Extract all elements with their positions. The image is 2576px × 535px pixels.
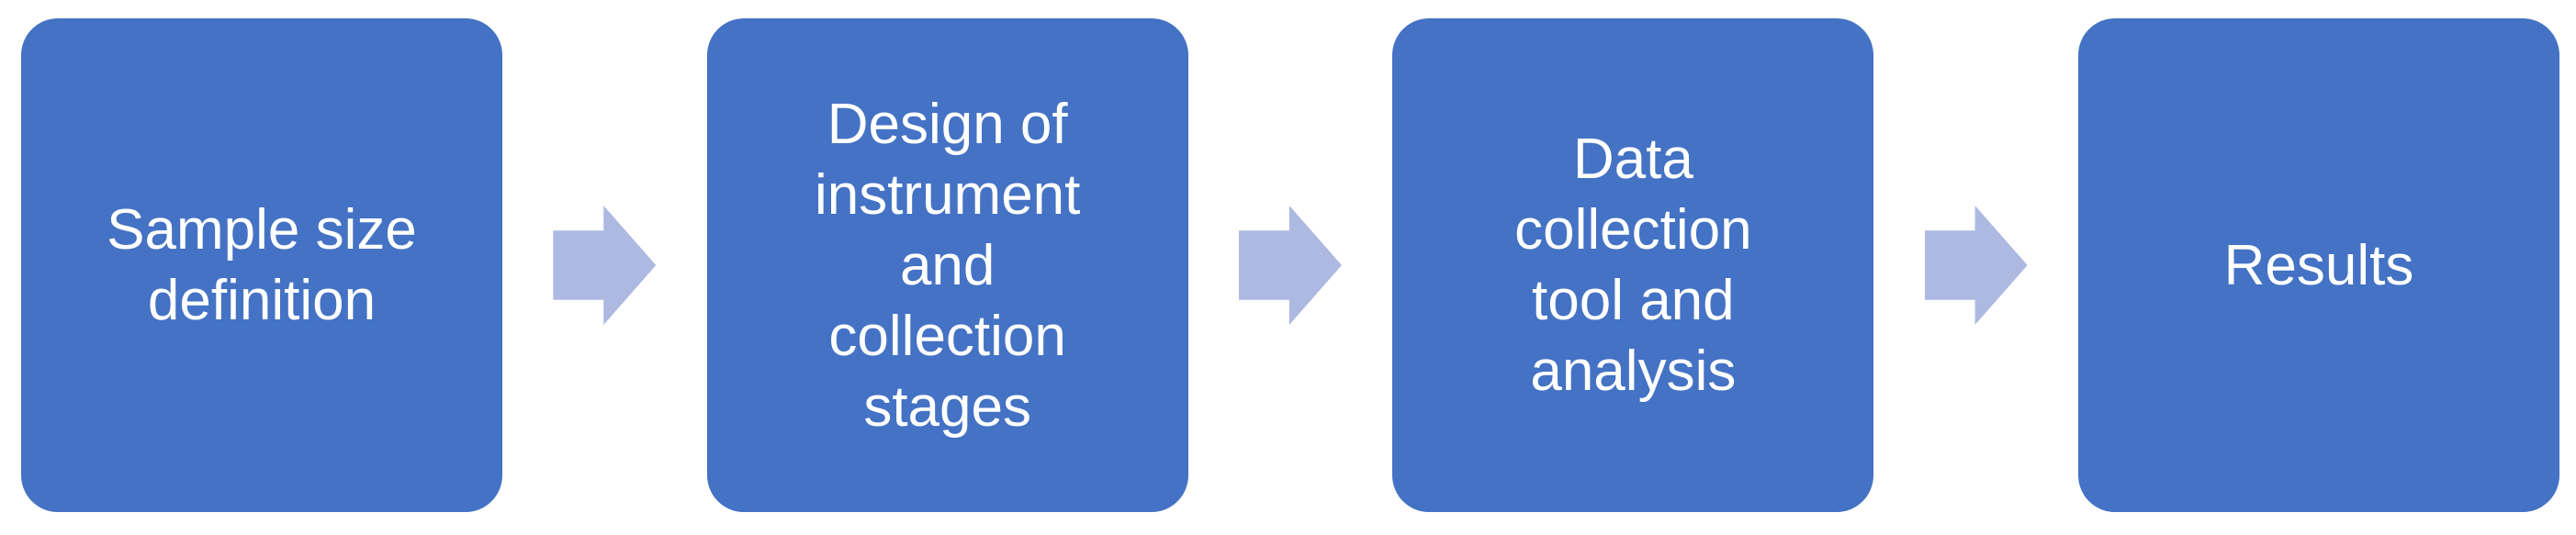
right-arrow-icon: [1924, 206, 2028, 325]
step-box-design-instrument: Design of instrument and collection stag…: [706, 18, 1188, 512]
flow-connector-1: [502, 18, 707, 512]
step-box-sample-size: Sample size definition: [21, 18, 502, 512]
step-label-sample-size: Sample size definition: [107, 198, 417, 332]
step-box-results: Results: [2078, 18, 2560, 512]
flow-connector-2: [1188, 18, 1393, 512]
step-label-data-collection: Data collection tool and analysis: [1514, 128, 1752, 403]
right-arrow-icon: [1239, 206, 1342, 325]
step-label-design-instrument: Design of instrument and collection stag…: [814, 92, 1081, 439]
flow-connector-3: [1873, 18, 2078, 512]
right-arrow-icon: [553, 206, 657, 325]
step-box-data-collection: Data collection tool and analysis: [1392, 18, 1874, 512]
step-label-results: Results: [2223, 233, 2414, 297]
